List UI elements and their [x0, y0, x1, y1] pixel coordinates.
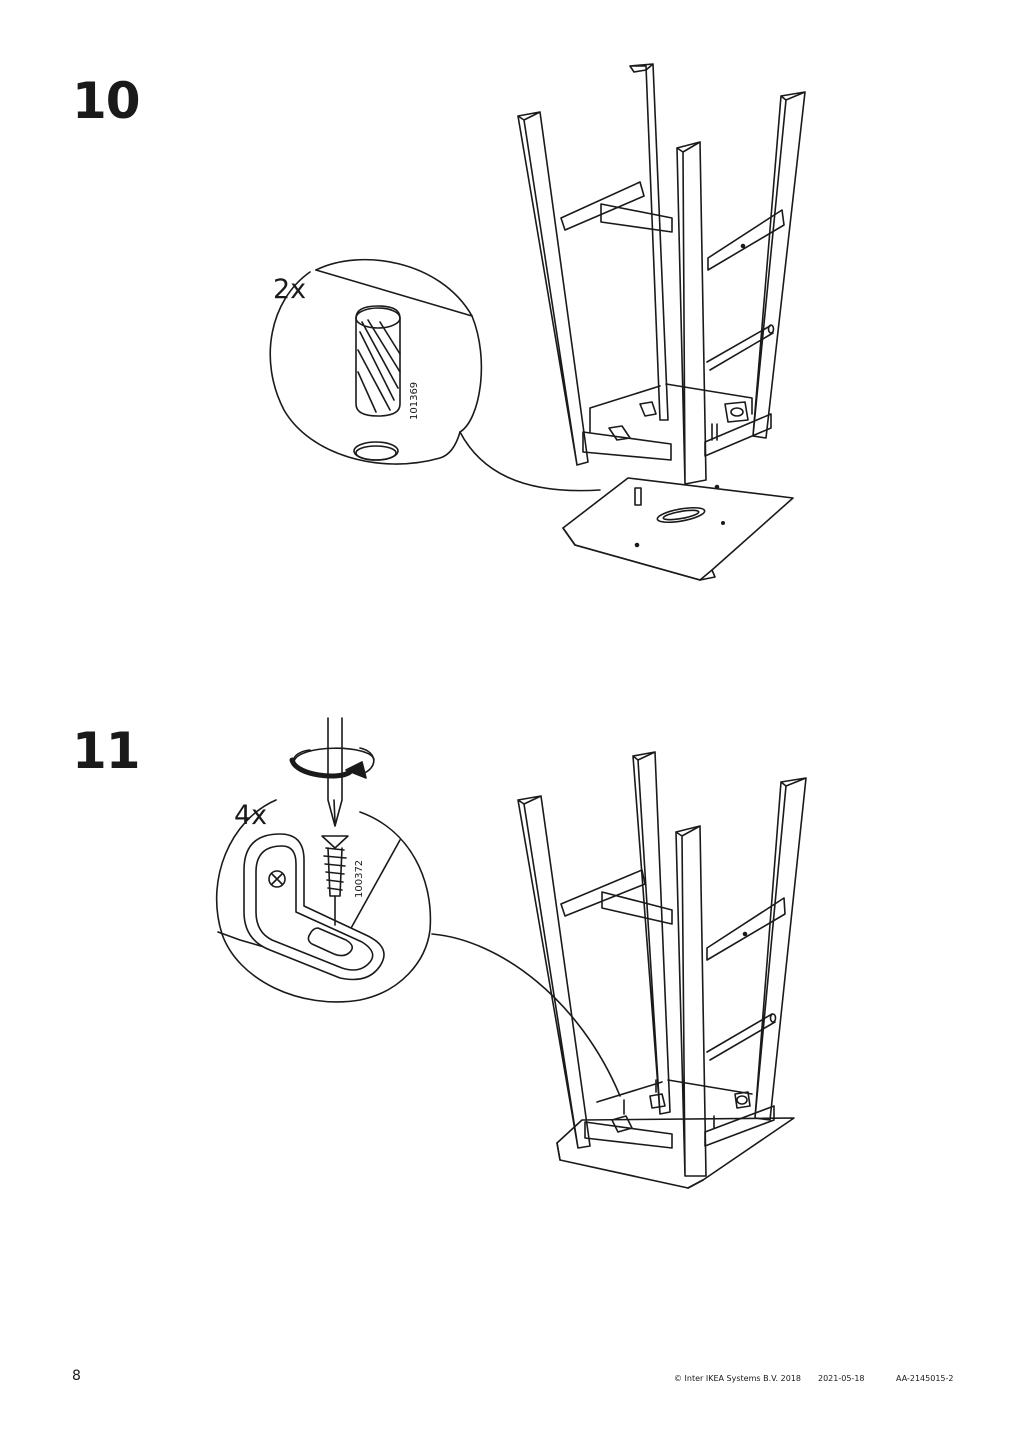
- step-number-10: 10: [72, 72, 141, 130]
- step10-detail-circle: [269, 258, 601, 492]
- copyright-text: © Inter IKEA Systems B.V. 2018: [674, 1374, 801, 1383]
- leg-front-left: [517, 111, 589, 466]
- quantity-label-step10: 2x: [273, 274, 307, 305]
- screw-icon: [321, 835, 349, 926]
- article-number-step10: 101369: [409, 381, 420, 420]
- quantity-label-step11: 4x: [234, 800, 268, 831]
- leg-back-left: [629, 63, 669, 421]
- step-number-11: 11: [72, 722, 141, 780]
- article-number-step11: 100372: [354, 859, 365, 898]
- bracket-icon: [243, 833, 385, 981]
- step11-stool-illustration: [517, 751, 807, 1189]
- screwdriver-icon: [327, 717, 343, 827]
- rotate-arrow-icon: [289, 747, 375, 779]
- stool-seat: [562, 477, 794, 581]
- step10-stool-illustration: [517, 63, 806, 581]
- page-number: 8: [72, 1368, 81, 1384]
- step11-detail-circle: [215, 717, 621, 1097]
- document-date: 2021-05-18: [818, 1374, 865, 1383]
- dowel-icon: [353, 305, 401, 461]
- document-id: AA-2145015-2: [896, 1374, 954, 1383]
- leg-back-right: [752, 91, 806, 439]
- leg-front-right: [676, 141, 707, 485]
